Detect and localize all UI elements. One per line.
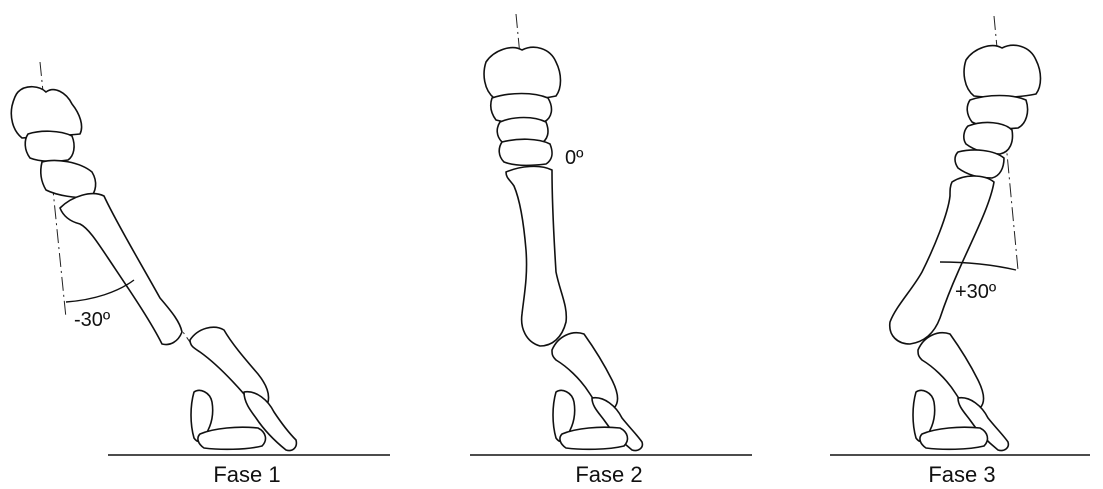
phase-2-sole-bone — [560, 427, 628, 449]
phase-3-title: Fase 3 — [928, 462, 995, 487]
phase-1-angle-arc — [66, 280, 134, 302]
phase-3-cannon-bone — [890, 176, 994, 344]
phase-3-panel: +30º Fase 3 — [830, 16, 1090, 487]
phase-2-panel: 0º Fase 2 — [470, 14, 752, 487]
phase-1-panel: -30º Fase 1 — [11, 62, 390, 487]
phase-1-carpal-lower — [41, 160, 96, 198]
phase-3-angle-label: +30º — [955, 281, 997, 303]
phase-2-title: Fase 2 — [575, 462, 642, 487]
phase-1-sole-bone — [198, 427, 266, 449]
phase-3-radius-bone — [964, 45, 1040, 97]
phase-2-carpal-lower — [499, 139, 552, 165]
phase-2-cannon-bone — [506, 166, 566, 346]
phase-1-angle-label: -30º — [74, 309, 111, 331]
phase-3-sole-bone — [920, 427, 988, 449]
phase-1-radius-bone — [11, 87, 81, 138]
phase-1-carpal-upper — [25, 131, 74, 161]
phase-2-radius-bone — [484, 47, 560, 99]
phase-1-title: Fase 1 — [213, 462, 280, 487]
phase-3-carpal-lower — [955, 150, 1004, 178]
phase-2-angle-label: 0º — [565, 147, 584, 169]
